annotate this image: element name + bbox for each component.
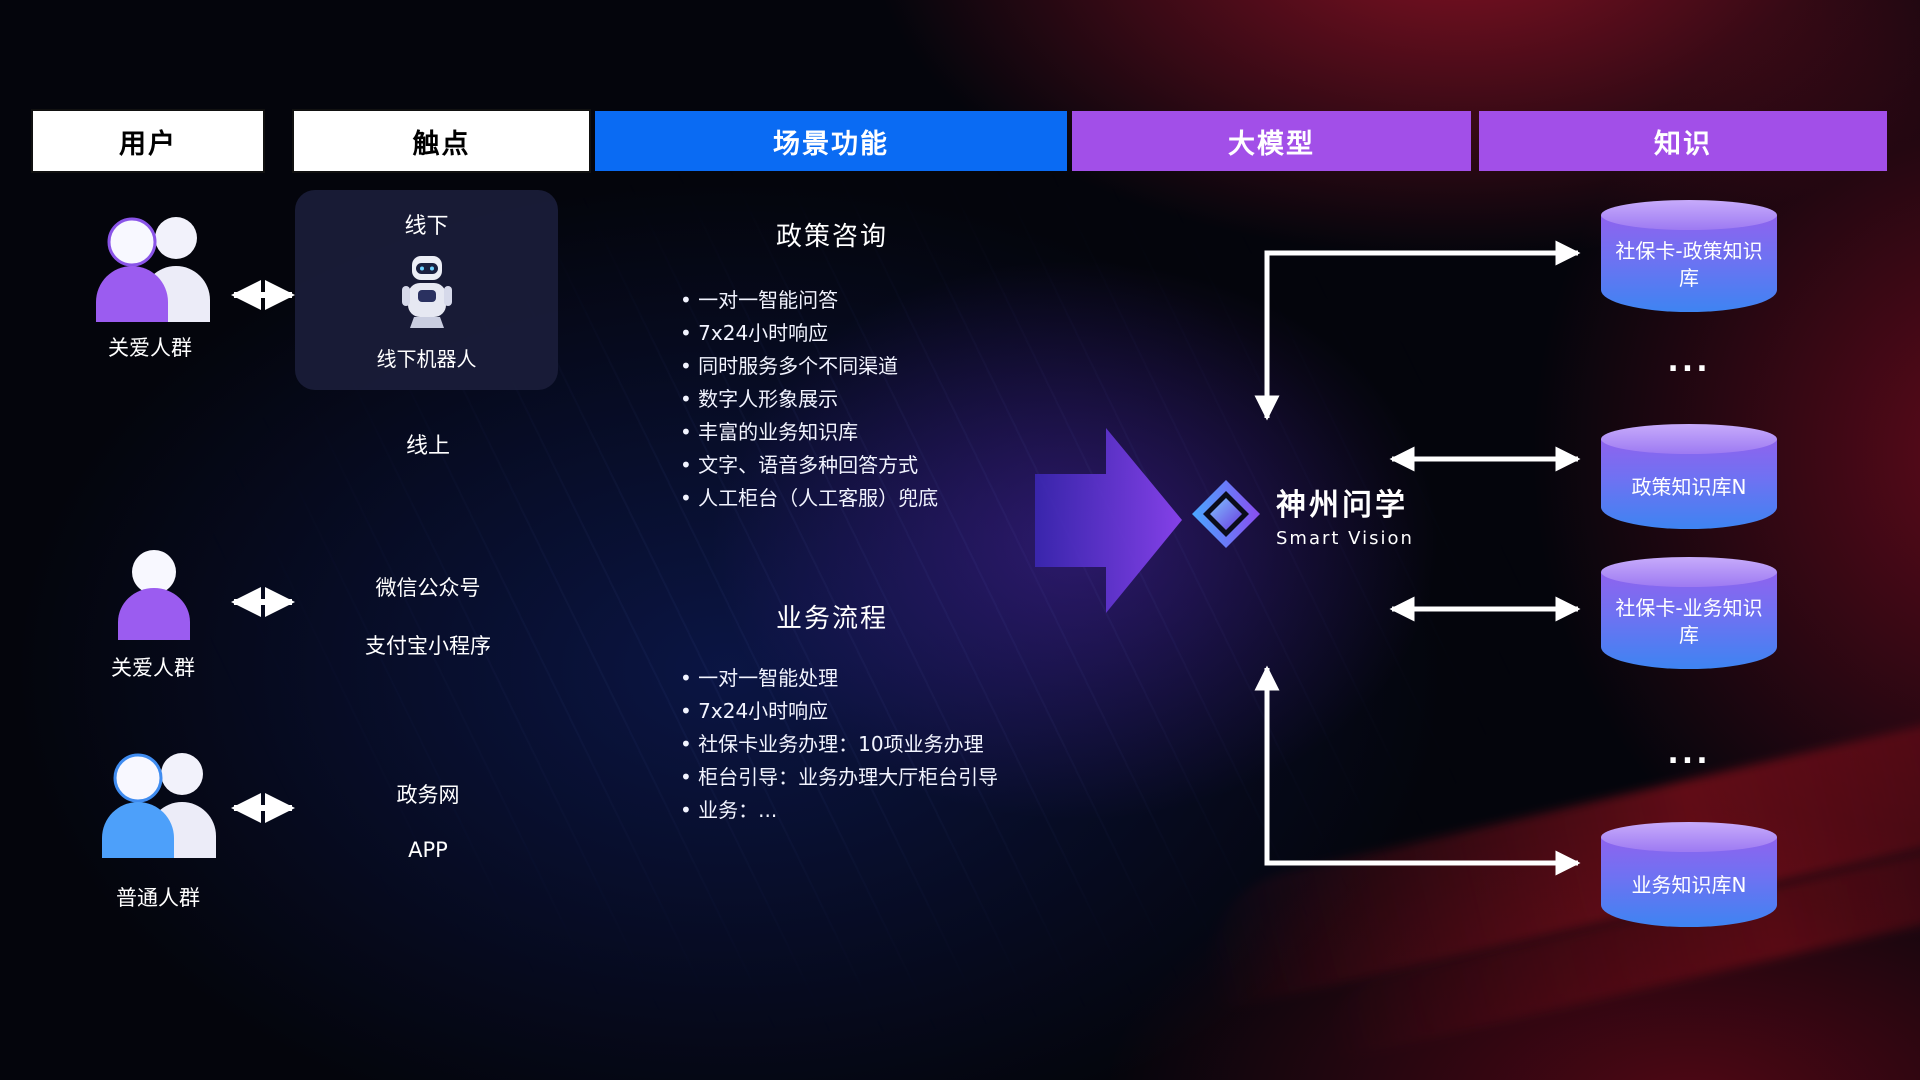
ellipsis-policy: ... [1667,344,1711,379]
kb-cylinder-business-n: 业务知识库N [1601,822,1777,927]
kb-label: 社保卡-政策知识库 [1615,239,1763,290]
feature-item: 社保卡业务办理：10项业务办理 [680,734,998,755]
kb-label: 政策知识库N [1631,475,1747,499]
feature-item: 丰富的业务知识库 [680,422,938,443]
feature-item: 柜台引导：业务办理大厅柜台引导 [680,767,998,788]
kb-cylinder-policy-n: 政策知识库N [1601,424,1777,529]
cylinder-body [1601,572,1777,669]
user-group-blue-icon [102,753,216,858]
policy-consult-list: 一对一智能问答 7x24小时响应 同时服务多个不同渠道 数字人形象展示 丰富的业… [680,290,938,509]
smart-vision-diamond-icon [1192,480,1260,548]
kb-label: 社保卡-业务知识库 [1615,596,1763,647]
column-header-knowledge: 知识 [1479,111,1887,171]
channel-alipay: 支付宝小程序 [365,634,491,658]
channel-wechat: 微信公众号 [375,576,481,600]
feature-item: 文字、语音多种回答方式 [680,455,938,476]
feature-item: 同时服务多个不同渠道 [680,356,938,377]
cylinder-top [1601,424,1777,454]
cylinder-body [1601,215,1777,312]
scene-to-model-arrow [1035,428,1182,613]
cylinder-top [1601,557,1777,587]
feature-item: 业务：... [680,800,998,821]
model-subtitle: Smart Vision [1276,527,1414,549]
ellipsis-business: ... [1667,736,1711,771]
user-group-3-label: 普通人群 [116,886,200,910]
offline-title: 线下 [404,214,449,239]
offline-touchpoint-card: 线下 线下机器人 [295,190,558,390]
robot-icon [401,255,452,328]
feature-item: 7x24小时响应 [680,701,998,722]
column-header-users: 用户 [33,111,263,171]
user-group-purple-icon [96,217,210,322]
feature-item: 一对一智能处理 [680,668,998,689]
offline-robot-label: 线下机器人 [376,347,477,371]
user-2-label: 关爱人群 [111,656,195,680]
online-label: 线上 [405,434,451,459]
channel-app: APP [408,838,448,862]
feature-item: 数字人形象展示 [680,389,938,410]
cylinder-top [1601,200,1777,230]
business-process-title: 业务流程 [775,604,889,634]
business-process-list: 一对一智能处理 7x24小时响应 社保卡业务办理：10项业务办理 柜台引导：业务… [680,668,998,821]
model-logo-block: 神州问学 Smart Vision [1190,478,1414,550]
cylinder-body [1601,837,1777,927]
feature-item: 人工柜台（人工客服）兜底 [680,488,938,509]
cylinder-body [1601,439,1777,529]
model-name: 神州问学 [1276,487,1408,523]
user-group-1-label: 关爱人群 [108,336,192,360]
channel-govweb: 政务网 [396,783,460,807]
policy-consult-title: 政策咨询 [775,222,889,252]
cylinder-top [1601,822,1777,852]
user-single-purple-icon [118,550,190,640]
column-header-touchpoints: 触点 [294,111,589,171]
kb-cylinder-policy-shebao: 社保卡-政策知识库 [1601,200,1777,312]
column-header-scene-functions: 场景功能 [595,111,1067,171]
column-header-large-model: 大模型 [1072,111,1471,171]
kb-cylinder-business-shebao: 社保卡-业务知识库 [1601,557,1777,669]
feature-item: 一对一智能问答 [680,290,938,311]
kb-label: 业务知识库N [1631,873,1747,897]
feature-item: 7x24小时响应 [680,323,938,344]
arrow-model-policy-shebao-kb [1254,240,1581,421]
